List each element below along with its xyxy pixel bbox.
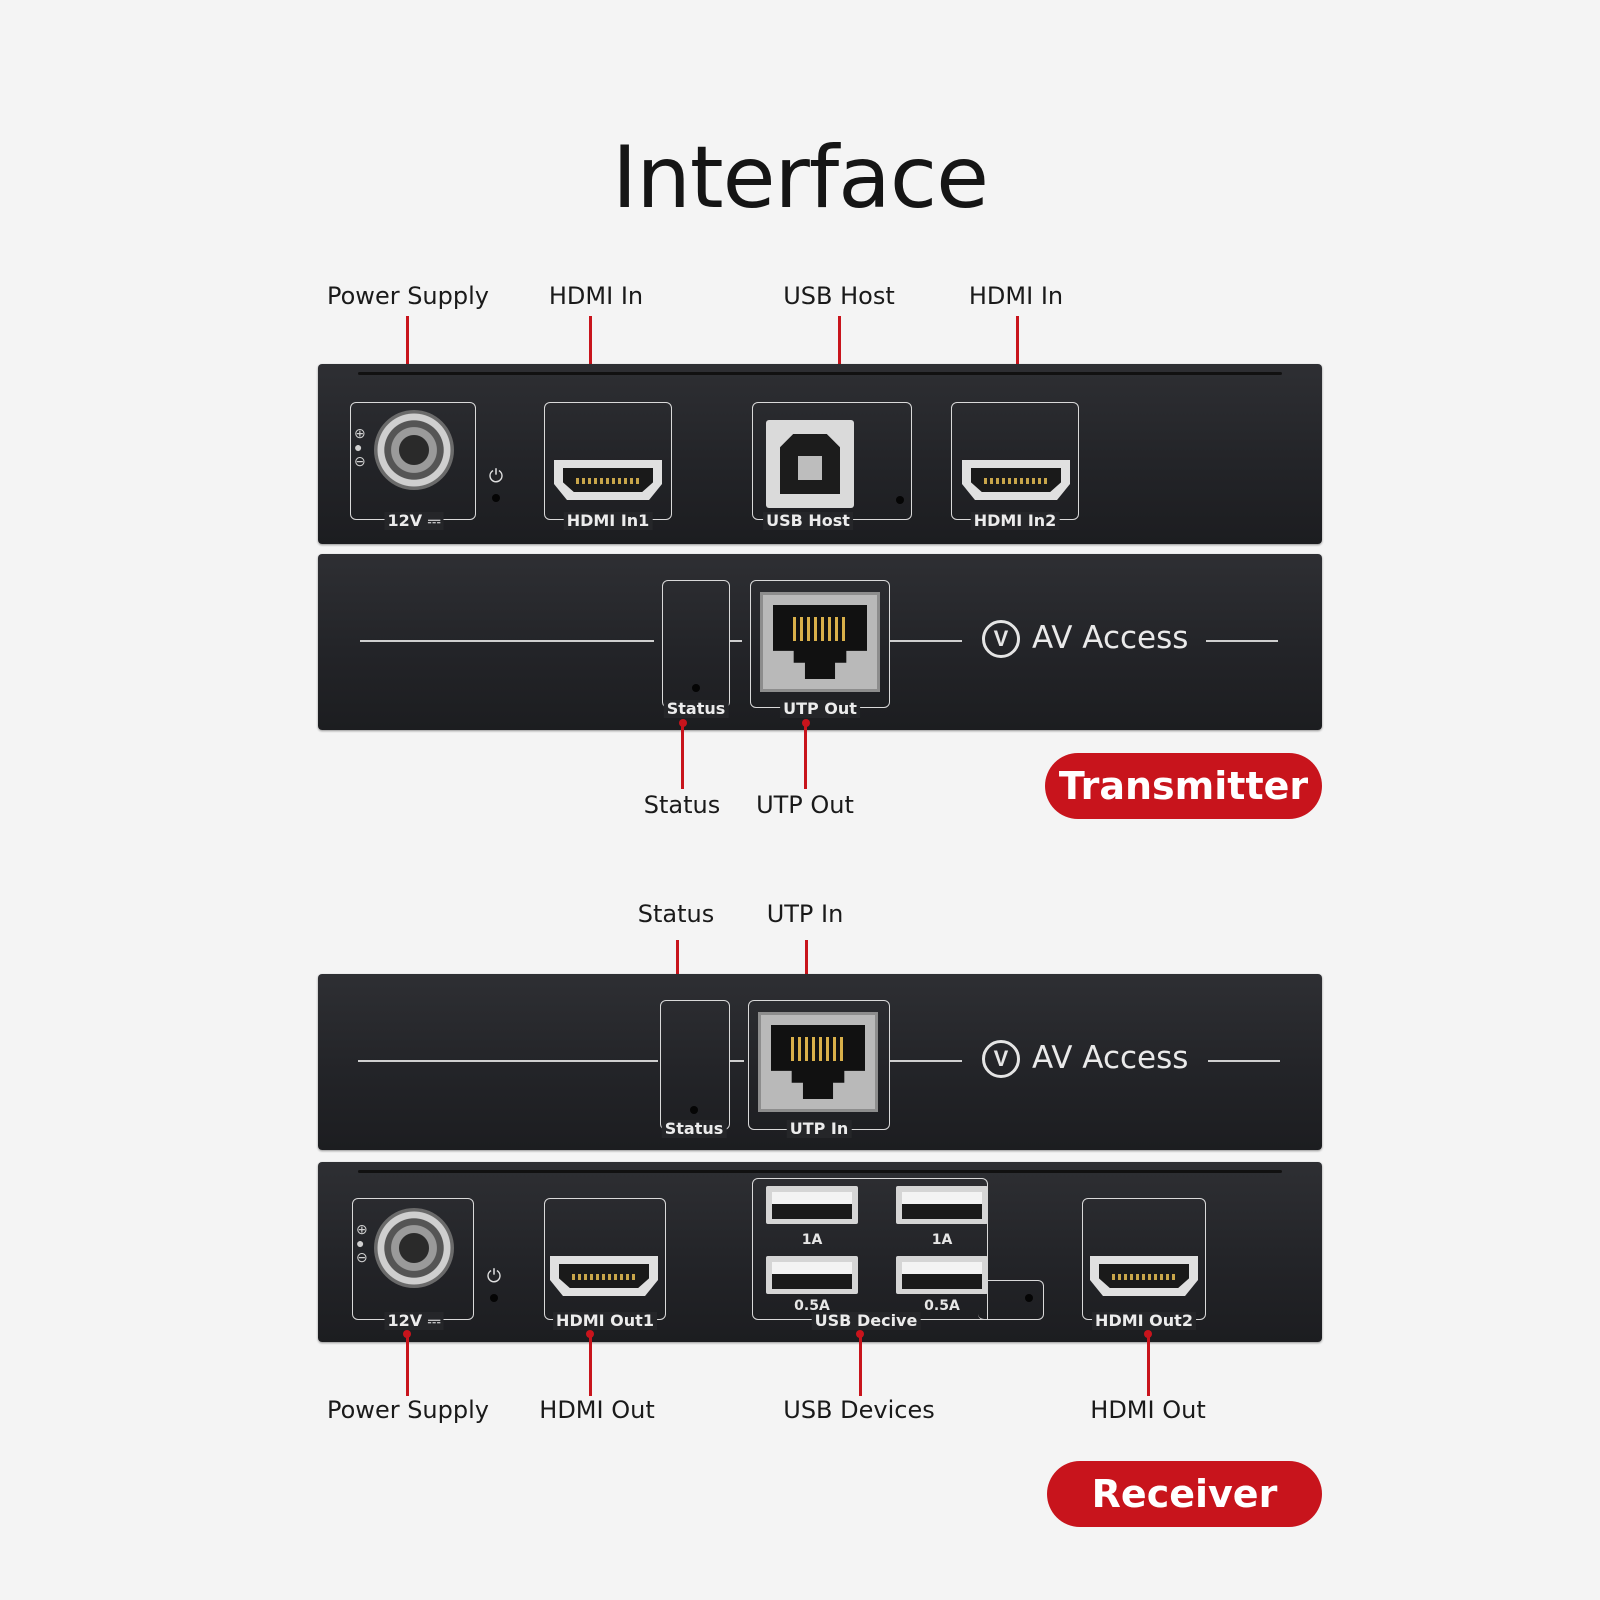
tx-callout-power: Power Supply [327,282,489,310]
rx-usb-port-2[interactable] [896,1186,988,1224]
tx-hdmi-1-label: HDMI In1 [563,512,653,530]
rx-leader-status [676,940,679,1004]
panel-line [358,1060,658,1062]
rx-utp-label: UTP In [786,1120,852,1138]
panel-line [730,1060,744,1062]
rx-usb-led [1025,1294,1033,1302]
rx-usb-rating-4: 0.5A [924,1298,960,1314]
tx-usb-led [896,496,904,504]
av-access-logo-icon: V [982,620,1020,658]
rx-hdmi-out-1-port[interactable] [550,1256,658,1296]
panel-rim [358,372,1282,375]
transmitter-badge: Transmitter [1045,753,1322,819]
rx-leader-power [406,1334,409,1396]
polarity-icon: ⊕●⊖ [356,1221,368,1265]
tx-callout-hdmi-in-1: HDMI In [548,282,644,310]
tx-callout-status: Status [643,791,721,819]
rx-usb-rating-1: 1A [801,1232,823,1248]
tx-power-led [492,494,500,502]
panel-line [730,640,742,642]
av-access-logo-icon: V [982,1040,1020,1078]
panel-line [1208,1060,1280,1062]
tx-rear-panel: ⊕●⊖ 12V ⎓ ⏻ HDMI In1 USB Host HDMI In2 [318,364,1322,544]
rx-hdmi-2-label: HDMI Out2 [1092,1312,1196,1330]
rx-power-led [490,1294,498,1302]
rx-brand: AV Access [1032,1040,1189,1076]
panel-line [360,640,654,642]
rx-usb-rating-2: 1A [931,1232,953,1248]
rx-rear-panel: ⊕●⊖ 12V ⎓ ⏻ HDMI Out1 1A 1A 0.5A 0.5A US… [318,1162,1322,1342]
rx-hdmi-1-label: HDMI Out1 [553,1312,657,1330]
tx-utp-label: UTP Out [780,700,860,718]
rx-leader-usb [859,1334,862,1396]
rx-callout-usb-devices: USB Devices [783,1396,935,1424]
rx-power-label: 12V ⎓ [384,1312,444,1330]
rx-usb-port-1[interactable] [766,1186,858,1224]
polarity-icon: ⊕●⊖ [354,425,366,469]
panel-rim [358,1170,1282,1173]
rx-usb-outline-ext [978,1280,1044,1320]
tx-hdmi-in-2-port[interactable] [962,460,1070,500]
rx-front-panel: Status UTP In V AV Access [318,974,1322,1150]
tx-leader-usb [838,316,841,402]
rx-leader-hdmi-2 [1147,1334,1150,1396]
rx-hdmi-out-2-port[interactable] [1090,1256,1198,1296]
rx-callout-status: Status [637,900,715,928]
rx-callout-hdmi-out-2: HDMI Out [1090,1396,1206,1424]
tx-leader-hdmi-1 [589,316,592,402]
tx-leader-status [681,723,684,789]
tx-callout-hdmi-in-2: HDMI In [968,282,1064,310]
power-icon: ⏻ [486,1266,502,1286]
tx-utp-out-port[interactable] [760,592,880,692]
tx-brand: AV Access [1032,620,1189,656]
tx-front-panel: Status UTP Out V AV Access [318,554,1322,730]
page-title: Interface [611,128,989,228]
tx-hdmi-in-1-port[interactable] [554,460,662,500]
rx-leader-hdmi-1 [589,1334,592,1396]
panel-line [890,1060,962,1062]
tx-callout-utp-out: UTP Out [756,791,854,819]
panel-line [890,640,962,642]
receiver-badge: Receiver [1047,1461,1322,1527]
tx-status-led [692,684,700,692]
tx-status-label: Status [663,700,729,718]
tx-callout-usb-host: USB Host [783,282,895,310]
rx-utp-in-port[interactable] [758,1012,878,1112]
panel-line [1206,640,1278,642]
rx-status-led [690,1106,698,1114]
rx-leader-utp [805,940,808,1004]
tx-usb-label: USB Host [763,512,853,530]
rx-usb-rating-3: 0.5A [794,1298,830,1314]
rx-callout-power: Power Supply [327,1396,489,1424]
power-icon: ⏻ [488,466,504,486]
tx-leader-power [406,316,409,402]
tx-leader-utp [804,723,807,789]
rx-callout-utp-in: UTP In [766,900,844,928]
tx-hdmi-2-label: HDMI In2 [970,512,1060,530]
tx-usb-host-port[interactable] [766,420,854,508]
tx-leader-hdmi-2 [1016,316,1019,402]
rx-usb-port-4[interactable] [896,1256,988,1294]
tx-dc-jack[interactable] [374,410,454,490]
rx-callout-hdmi-out-1: HDMI Out [539,1396,655,1424]
rx-status-label: Status [661,1120,727,1138]
rx-usb-port-3[interactable] [766,1256,858,1294]
rx-dc-jack[interactable] [374,1208,454,1288]
tx-power-label: 12V ⎓ [384,512,444,530]
rx-usb-label: USB Decive [811,1312,921,1330]
